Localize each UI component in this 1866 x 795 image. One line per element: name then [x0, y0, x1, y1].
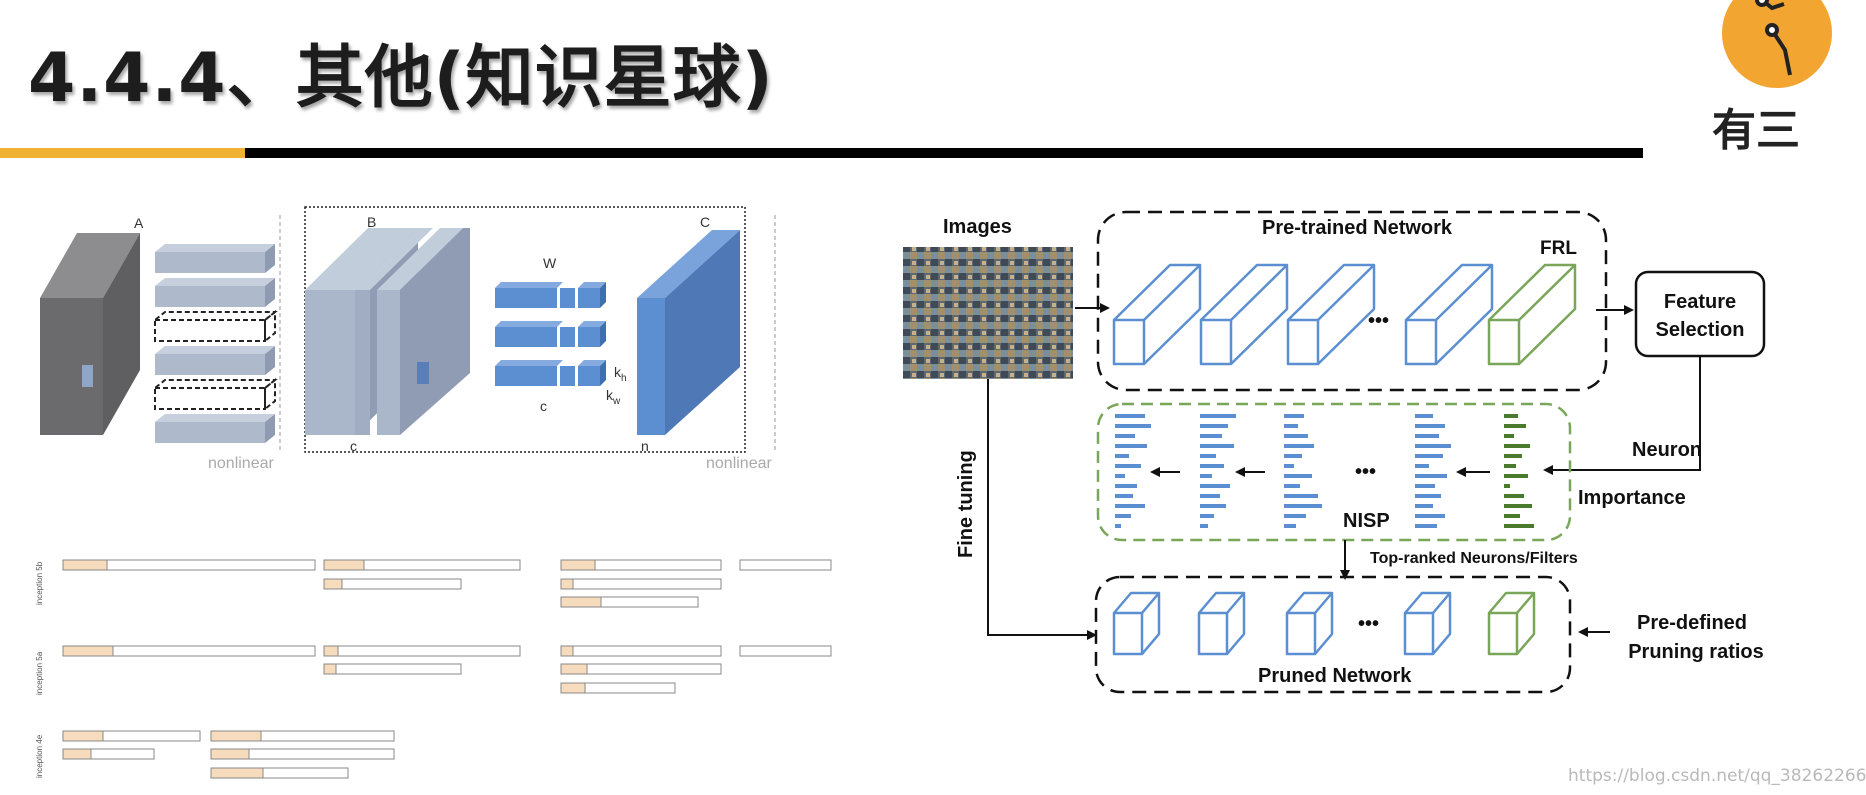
bar	[560, 559, 722, 571]
frl-layer-cube	[1487, 263, 1577, 366]
tensor-decomposition-diagram: A nonlinear B c W	[40, 206, 776, 472]
bar	[62, 748, 155, 760]
pruned-layers	[1112, 591, 1536, 656]
label-n: n	[641, 438, 649, 454]
slab	[155, 244, 275, 273]
pruned-network-box	[1094, 575, 1572, 694]
kernel-row	[495, 360, 606, 386]
layer-cube	[1112, 263, 1202, 366]
bar	[62, 730, 201, 742]
title-rule	[245, 148, 1643, 158]
kernel-row	[495, 282, 606, 308]
input-images-thumbnail	[903, 247, 1073, 379]
pretrained-label: Pre-trained Network	[1262, 217, 1453, 239]
top-ranked-label: Top-ranked Neurons/Filters	[1370, 550, 1578, 567]
slide-title: 4.4.4、其他(知识星球)	[28, 39, 774, 118]
predefined-text-2: Pruning ratios	[1628, 641, 1764, 663]
block-A	[40, 233, 140, 435]
block-B	[305, 228, 470, 435]
block-C	[637, 230, 740, 435]
importance-bars	[1115, 414, 1534, 528]
arrow-importance	[1543, 356, 1701, 475]
bar	[210, 748, 395, 760]
bar	[739, 559, 832, 571]
layer-cube	[1199, 263, 1289, 366]
bar	[739, 645, 832, 657]
slab-dashed	[152, 309, 278, 344]
weight-kernels	[495, 282, 606, 386]
bar	[62, 645, 316, 657]
layer-cube	[1403, 591, 1452, 656]
logo-circuit-icon	[1755, 0, 1792, 76]
title-rule-accent	[0, 148, 245, 158]
bar	[323, 645, 521, 657]
slab	[155, 346, 275, 375]
feature-selection-box	[1634, 270, 1766, 358]
layer-cube	[1197, 591, 1246, 656]
slab	[155, 414, 275, 443]
slide-figures: A nonlinear B c W	[35, 0, 1792, 779]
layer-cube	[1286, 263, 1376, 366]
ellipsis: •••	[1368, 310, 1389, 332]
label-A: A	[134, 215, 144, 231]
layer-cube	[1404, 263, 1494, 366]
bar	[210, 730, 395, 742]
slab-dashed	[152, 377, 278, 412]
bar	[560, 578, 722, 590]
inception-row-label: inception 4e	[35, 734, 44, 778]
logo-badge	[1722, 0, 1832, 88]
neuron-label: Neuron	[1632, 439, 1702, 461]
label-kw: kw	[606, 387, 621, 407]
filter-slabs	[152, 244, 278, 443]
label-c-W: c	[540, 398, 547, 414]
predefined-text-1: Pre-defined	[1637, 612, 1747, 634]
label-W: W	[543, 255, 557, 271]
label-kh: kh	[614, 364, 627, 384]
bar	[323, 578, 462, 590]
nisp-pipeline-diagram: Images Pre-trained Network FRL ••• Featu…	[903, 210, 1766, 694]
pretrained-network-box	[1096, 210, 1608, 392]
nisp-label: NISP	[1343, 510, 1390, 532]
slab	[155, 278, 275, 307]
logo-text: 有三	[1712, 105, 1800, 156]
label-B: B	[367, 214, 376, 230]
label-c-B: c	[350, 438, 357, 454]
nonlinear-label-1: nonlinear	[208, 455, 275, 472]
arrow-fine-tuning	[987, 379, 1097, 640]
bar	[323, 559, 521, 571]
frl-layer-cube	[1487, 591, 1536, 656]
pruned-label: Pruned Network	[1258, 665, 1412, 687]
bar	[210, 767, 349, 779]
kernel-row	[495, 321, 606, 347]
feature-selection-text-2: Selection	[1656, 319, 1745, 341]
ellipsis: •••	[1355, 461, 1376, 483]
frl-label: FRL	[1540, 238, 1577, 259]
bar	[560, 682, 676, 694]
bar	[560, 645, 722, 657]
label-C: C	[700, 214, 710, 230]
layer-cube	[1112, 591, 1161, 656]
images-label: Images	[943, 216, 1012, 238]
fine-tuning-label: Fine tuning	[955, 450, 977, 558]
importance-label: Importance	[1578, 487, 1686, 509]
bar	[560, 663, 722, 675]
bar	[560, 596, 699, 608]
ellipsis: •••	[1358, 613, 1379, 635]
bar	[62, 559, 316, 571]
pretrained-layers	[1112, 263, 1577, 366]
feature-selection-text-1: Feature	[1664, 291, 1736, 313]
layer-cube	[1285, 591, 1334, 656]
nonlinear-label-2: nonlinear	[706, 455, 773, 472]
bar	[323, 663, 462, 675]
watermark: https://blog.csdn.net/qq_38262266	[1568, 766, 1866, 786]
dotted-frame	[304, 206, 746, 453]
nisp-box	[1096, 402, 1572, 542]
inception-row-label: inception 5b	[35, 561, 44, 605]
inception-row-label: inception 5a	[35, 651, 44, 695]
inception-bars: inception 5b inception 5a inception 4e	[35, 559, 832, 779]
